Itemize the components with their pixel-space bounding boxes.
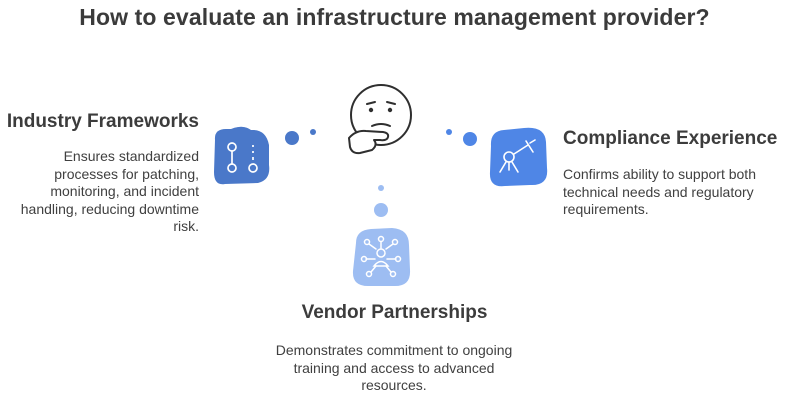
network-people-icon [360,235,402,278]
connector-dot [463,132,477,146]
heading-compliance-experience: Compliance Experience [563,128,778,149]
telescope-badge [489,127,548,187]
workflow-badge [214,126,270,185]
heading-industry-frameworks: Industry Frameworks [6,111,199,132]
workflow-icon [227,142,258,173]
connector-dot [446,129,452,135]
network-badge [352,228,411,286]
heading-vendor-partnerships: Vendor Partnerships [301,302,488,323]
connector-dot [310,129,316,135]
thinking-face-icon [348,84,412,155]
description-vendor-partnerships: Demonstrates commitment to ongoing train… [275,342,513,393]
connector-dot [378,185,384,191]
connector-dot [285,131,299,145]
connector-dot [374,203,388,217]
description-industry-frameworks: Ensures standardized processes for patch… [20,148,199,234]
description-compliance-experience: Confirms ability to support both technic… [563,166,756,217]
telescope-icon [499,139,536,173]
page-title: How to evaluate an infrastructure manage… [79,4,710,30]
